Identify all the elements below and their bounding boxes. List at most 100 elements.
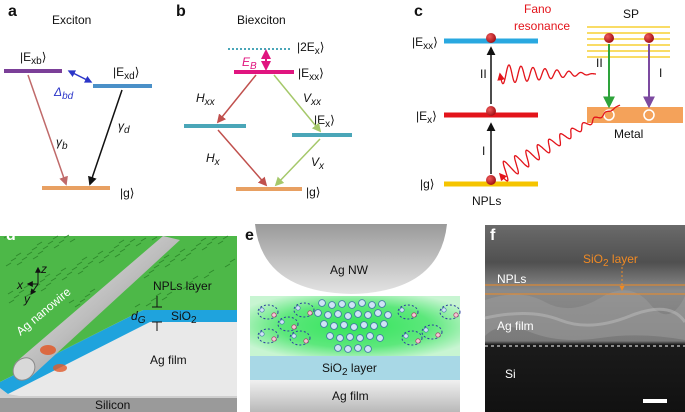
label-resonance: resonance [514, 19, 570, 33]
label-sp-right: I [659, 66, 662, 80]
npl-particle [334, 344, 342, 352]
npl-particle [346, 333, 354, 341]
panel-c-letter: c [414, 3, 423, 20]
npl-dash [114, 253, 121, 258]
npl-dash [10, 257, 17, 262]
npl-dash [66, 271, 73, 276]
npl-dash [5, 262, 12, 267]
npl-dash [76, 261, 83, 266]
label-gamma-b: γb [56, 135, 68, 152]
exciton-hole [271, 312, 277, 318]
npl-dash [40, 287, 47, 292]
npl-dash [37, 250, 44, 255]
label-c-roman-lower: I [482, 144, 485, 158]
npl-dash [180, 257, 187, 262]
npl-particle [324, 311, 332, 319]
npl-dash [16, 261, 23, 266]
npl-dash [42, 245, 49, 250]
npl-particle [376, 334, 384, 342]
npl-dash [63, 234, 70, 239]
npl-dash [8, 299, 15, 304]
npl-particle [344, 345, 352, 353]
npl-dash [150, 297, 157, 302]
exciton-ring [293, 302, 315, 318]
npl-texture [3, 234, 236, 308]
npl-dash [171, 286, 178, 291]
npl-dash [31, 246, 38, 251]
exciton-ring [439, 304, 461, 320]
metal-band [587, 107, 683, 123]
exciton-hole [271, 336, 277, 342]
npl-dash [229, 258, 236, 263]
exciton-electron [423, 327, 429, 333]
npl-dash [61, 276, 68, 281]
label-agfilm-e: Ag film [332, 389, 369, 403]
npl-dash [201, 246, 208, 251]
npl-dash [60, 267, 67, 272]
exciton-ring [397, 304, 419, 320]
npl-particle [368, 301, 376, 309]
electron-ex [486, 106, 496, 116]
exciton-hole [307, 310, 313, 316]
npl-dash [187, 280, 194, 285]
exciton-hole [411, 312, 417, 318]
label-npls-layer: NPLs layer [153, 279, 212, 293]
label-sio2-f: SiO2 layer [583, 252, 638, 269]
label-agfilm-d: Ag film [150, 353, 187, 367]
npl-dash [190, 247, 197, 252]
fano-wave-upper [497, 64, 596, 85]
npl-particle [358, 299, 366, 307]
npl-dash [7, 290, 14, 295]
npl-dash [26, 251, 33, 256]
npl-dash [135, 242, 142, 247]
label-si: Si [505, 367, 516, 381]
label-g-c: |g⟩ [420, 177, 434, 191]
label-g-a: |g⟩ [120, 186, 134, 200]
label-delta-bd: Δbd [53, 85, 74, 102]
npl-dash [50, 277, 57, 282]
label-ex-c: |Ex⟩ [416, 109, 437, 126]
label-ex-b: |Ex⟩ [314, 113, 335, 130]
arrow-vxx [273, 74, 322, 133]
panel-b-title: Biexciton [237, 13, 286, 27]
npl-dash [166, 291, 173, 296]
electron-g [486, 175, 496, 185]
npl-particle [344, 312, 352, 320]
label-npls-f: NPLs [497, 272, 526, 286]
ag-film-e [250, 380, 460, 412]
npl-dash [58, 239, 65, 244]
npl-dash [164, 263, 171, 268]
npl-dash [74, 303, 81, 308]
label-axis-z: z [40, 262, 47, 276]
label-axis-y: y [23, 292, 31, 306]
label-eb: EB [242, 55, 257, 72]
npl-dash [82, 265, 89, 270]
decay-arrow-b [27, 74, 68, 186]
exciton-ring [257, 328, 279, 344]
silicon-slab [0, 398, 237, 412]
scale-bar [643, 399, 667, 403]
panel-a: a Exciton |Exb⟩ |Exd⟩ Δbd γb γd |g⟩ [4, 3, 152, 200]
npl-dash [24, 293, 31, 298]
npl-dash [21, 256, 28, 261]
npl-particle [334, 310, 342, 318]
decay-arrow-d [88, 89, 123, 186]
npl-dash [185, 252, 192, 257]
npl-particle [340, 321, 348, 329]
npl-dash [179, 248, 186, 253]
npl-particle [348, 301, 356, 309]
npl-particle [374, 309, 382, 317]
label-metal: Metal [614, 127, 643, 141]
panel-c: c |Exx⟩ |Ex⟩ |g⟩ II I NPLs Fano resonanc… [412, 2, 683, 208]
label-gamma-d: γd [118, 119, 130, 136]
npl-dash [84, 293, 91, 298]
coupling-arrow [67, 70, 93, 83]
exciton-electron [259, 331, 265, 337]
npl-particle [336, 334, 344, 342]
arrow-hx [217, 129, 268, 187]
ag-film-block [8, 322, 237, 396]
label-g-b: |g⟩ [306, 185, 320, 199]
npl-dash [97, 250, 104, 255]
label-2ex: |2Ex⟩ [297, 40, 324, 57]
